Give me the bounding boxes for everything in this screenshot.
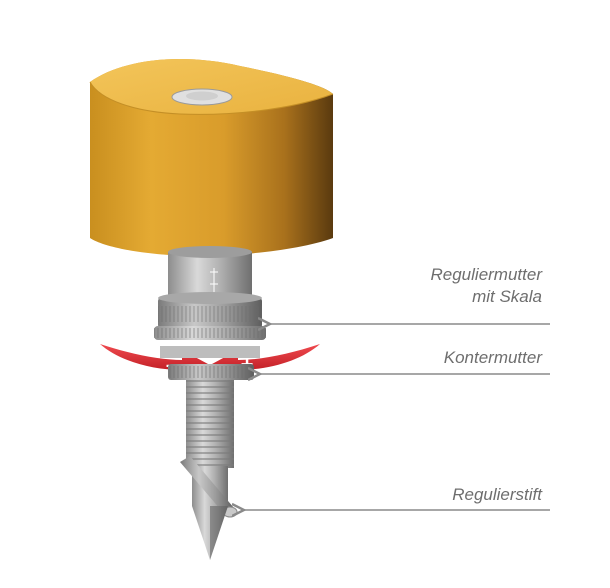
label-kontermutter: Kontermutter bbox=[443, 348, 542, 367]
leader-lines bbox=[244, 324, 550, 510]
adjusting-nut bbox=[154, 292, 266, 340]
lock-nut bbox=[160, 346, 260, 380]
label-reguliermutter-line1: Reguliermutter bbox=[430, 265, 543, 284]
label-reguliermutter-line2: mit Skala bbox=[472, 287, 542, 306]
scale-cylinder bbox=[168, 246, 252, 300]
pointed-tip bbox=[192, 506, 228, 560]
label-reguliermutter: Reguliermutter mit Skala bbox=[431, 264, 543, 308]
label-regulierstift: Regulierstift bbox=[452, 485, 542, 504]
yellow-housing bbox=[89, 59, 334, 256]
threaded-rod bbox=[186, 380, 234, 506]
